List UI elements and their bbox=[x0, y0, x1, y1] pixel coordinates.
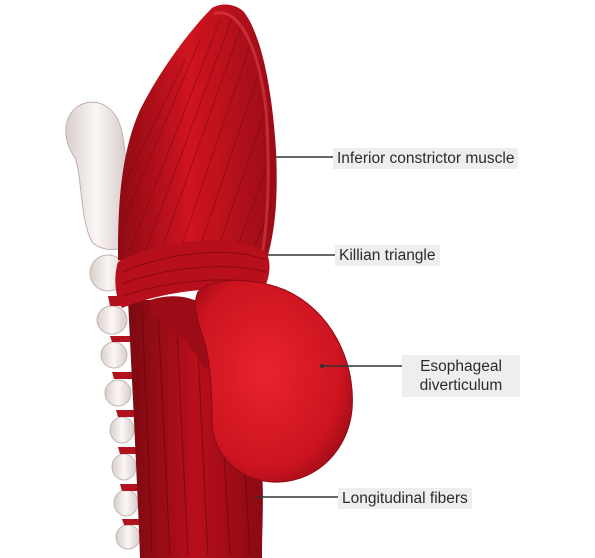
inferior-constrictor bbox=[118, 4, 277, 268]
label-longitudinal-fibers: Longitudinal fibers bbox=[338, 488, 472, 509]
label-esophageal-line2: diverticulum bbox=[419, 377, 503, 394]
cricopharyngeal-band bbox=[115, 240, 270, 308]
diverticulum bbox=[195, 280, 353, 483]
leader-lines bbox=[255, 156, 402, 498]
tracheal-rings bbox=[89, 254, 144, 550]
cornu-cartilage bbox=[65, 101, 127, 250]
label-esophageal-line1: Esophageal bbox=[420, 358, 502, 375]
label-killian-triangle: Killian triangle bbox=[335, 245, 440, 266]
label-esophageal-diverticulum: Esophageal diverticulum bbox=[402, 355, 520, 397]
longitudinal-fiber-strokes bbox=[141, 309, 251, 557]
label-inferior-constrictor: Inferior constrictor muscle bbox=[333, 148, 519, 169]
